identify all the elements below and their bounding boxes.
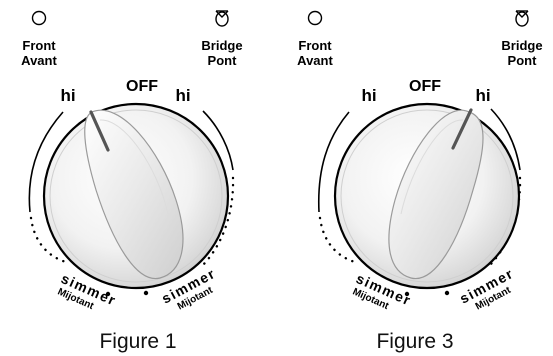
knob-diagram-1: Front Avant Bridge Pont OFF hi hi xyxy=(21,10,243,313)
simmer-marker-right xyxy=(444,290,450,296)
knob-diagram-3: Front Avant Bridge Pont OFF hi hi simmer… xyxy=(297,10,543,313)
bridge-element-icon xyxy=(515,10,529,27)
avant-label: Avant xyxy=(21,53,57,68)
hi-right-label: hi xyxy=(175,86,190,105)
off-label: OFF xyxy=(409,78,441,95)
simmer-marker-right xyxy=(143,290,149,296)
bridge-label: Bridge xyxy=(501,38,542,53)
knob-grip xyxy=(84,109,184,280)
simmer-marker-left xyxy=(404,291,410,297)
knob-pointer xyxy=(451,108,473,150)
right-range-arc xyxy=(490,108,521,171)
knob-pointer xyxy=(89,110,110,152)
knob-grip xyxy=(388,109,484,280)
hi-right-label: hi xyxy=(475,86,490,105)
left-range-arc xyxy=(317,111,350,213)
bridge-label: Bridge xyxy=(201,38,242,53)
simmer-marker-left xyxy=(105,291,111,297)
pont-label: Pont xyxy=(208,53,238,68)
pont-label: Pont xyxy=(508,53,538,68)
right-range-arc xyxy=(202,110,234,171)
figure-3: Front Avant Bridge Pont OFF hi hi simmer… xyxy=(277,0,553,356)
off-label: OFF xyxy=(126,78,158,95)
hi-left-label: hi xyxy=(60,86,75,105)
bridge-element-icon xyxy=(215,10,229,27)
front-label: Front xyxy=(298,38,332,53)
front-label: Front xyxy=(22,38,56,53)
figure-caption: Figure 1 xyxy=(99,330,177,353)
right-dotted-arc xyxy=(198,176,235,270)
control-knob[interactable] xyxy=(333,102,521,290)
figure-caption: Figure 3 xyxy=(376,330,454,353)
front-circle-icon xyxy=(31,10,47,26)
avant-label: Avant xyxy=(297,53,333,68)
front-circle-icon xyxy=(307,10,323,26)
figure-1: Front Avant Bridge Pont OFF hi hi xyxy=(0,0,276,356)
control-knob[interactable] xyxy=(42,102,230,290)
left-range-arc xyxy=(28,111,64,213)
hi-left-label: hi xyxy=(361,86,376,105)
